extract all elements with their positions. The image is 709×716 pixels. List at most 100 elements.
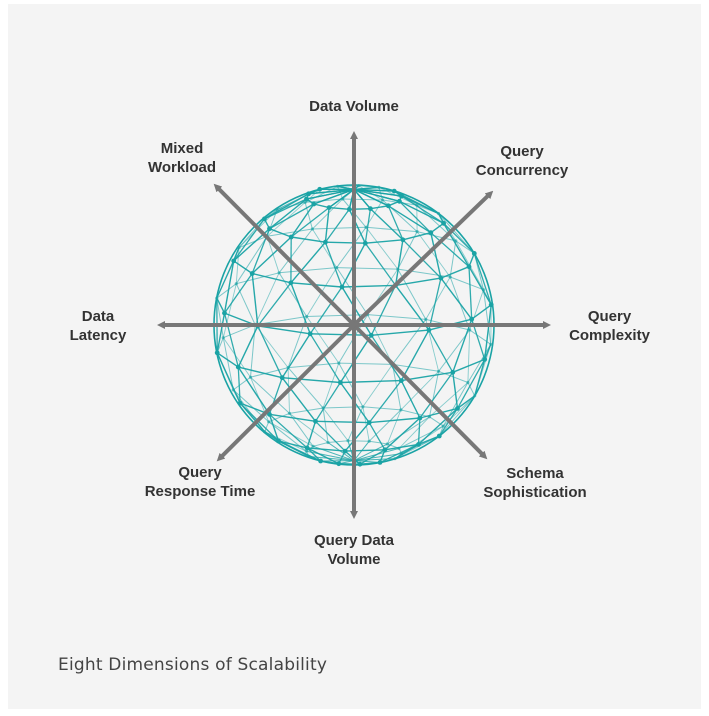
mesh-vertex (287, 411, 292, 415)
mesh-edge (365, 199, 383, 228)
mesh-edge (235, 247, 240, 284)
mesh-vertex (342, 448, 348, 454)
mesh-edge (268, 421, 307, 452)
mesh-edge (266, 236, 280, 273)
mesh-edge (289, 413, 329, 443)
mesh-vertex (482, 357, 488, 362)
dimension-arrows (157, 131, 551, 519)
mesh-edge (324, 208, 350, 243)
mesh-edge (449, 276, 471, 331)
mesh-edge (353, 453, 402, 462)
mesh-edge (322, 407, 329, 443)
mesh-vertex (288, 234, 294, 240)
mesh-edge (312, 445, 355, 462)
mesh-edge (250, 324, 256, 378)
mesh-edge (236, 272, 280, 285)
mesh-edge (378, 186, 417, 206)
mesh-vertex (368, 332, 374, 338)
mesh-vertex (441, 424, 445, 428)
mesh-vertex (468, 328, 472, 332)
mesh-edge (264, 431, 307, 452)
mesh-vertex (368, 206, 373, 212)
mesh-vertex (341, 197, 345, 201)
mesh-edge (353, 188, 389, 207)
mesh-edge (353, 186, 379, 191)
mesh-vertex (424, 317, 428, 321)
mesh-vertex (366, 420, 372, 425)
mesh-edge (312, 226, 367, 230)
mesh-vertex (311, 201, 317, 207)
mesh-edge (306, 447, 322, 462)
mesh-edge (400, 380, 421, 419)
label-query-complexity: Query Complexity (569, 308, 650, 344)
mesh-vertex (286, 366, 290, 370)
mesh-edge (216, 283, 237, 299)
mesh-edge (438, 395, 476, 437)
mesh-vertex (415, 203, 419, 207)
mesh-edge (309, 333, 341, 383)
mesh-vertex (267, 420, 271, 424)
mesh-vertex (303, 200, 307, 204)
mesh-vertex (398, 378, 404, 383)
mesh-edge (362, 406, 370, 442)
mesh-edge (365, 226, 418, 233)
mesh-vertex (448, 275, 452, 279)
mesh-edge (216, 352, 234, 391)
mesh-edge (281, 377, 317, 422)
mesh-edge (315, 420, 370, 424)
mesh-edge (290, 241, 326, 284)
mesh-edge (313, 188, 355, 205)
label-data-latency: Data Latency (69, 308, 127, 344)
mesh-edge (468, 266, 473, 320)
mesh-edge (397, 231, 418, 270)
mesh-edge (306, 314, 368, 317)
mesh-edge (216, 247, 240, 299)
mesh-edge (449, 240, 457, 278)
mesh-edge (312, 228, 338, 268)
mesh-edge (443, 222, 475, 254)
mesh-edge (216, 298, 224, 338)
mesh-vertex (307, 331, 313, 337)
mesh-edge (368, 409, 402, 442)
mesh-edge (223, 273, 253, 314)
mesh-vertex (426, 327, 432, 333)
mesh-edge (364, 242, 397, 286)
mesh-edge (364, 208, 372, 244)
label-query-response-time: Query Response Time (144, 464, 256, 500)
mesh-vertex (481, 288, 486, 292)
mesh-vertex (416, 442, 421, 447)
mesh-edge (216, 337, 224, 353)
mesh-edge (324, 241, 343, 288)
mesh-edge (398, 200, 432, 234)
mesh-edge (340, 379, 402, 384)
mesh-edge (233, 260, 253, 275)
mesh-vertex (267, 226, 272, 232)
mesh-vertex (385, 203, 391, 209)
mesh-vertex (367, 439, 371, 443)
mesh-vertex (304, 449, 308, 453)
mesh-edge (289, 413, 314, 447)
mesh-vertex (396, 267, 400, 271)
mesh-edge (368, 380, 402, 423)
mesh-edge (419, 371, 454, 419)
mesh-edge (345, 449, 385, 452)
mesh-vertex (235, 364, 241, 370)
mesh-edge (429, 371, 440, 417)
mesh-edge (306, 450, 355, 462)
mesh-vertex (248, 375, 253, 379)
mesh-edge (368, 422, 386, 451)
mesh-vertex (326, 205, 332, 211)
mesh-edge (327, 440, 349, 443)
mesh-edge (417, 417, 421, 445)
mesh-vertex (364, 225, 368, 229)
mesh-edge (322, 407, 349, 441)
mesh-vertex (397, 198, 402, 204)
mesh-edge (483, 289, 492, 306)
mesh-vertex (335, 266, 339, 270)
label-data-volume: Data Volume (309, 98, 399, 115)
mesh-vertex (338, 380, 343, 385)
mesh-edge (367, 314, 426, 320)
label-query-concurrency: Query Concurrency (475, 143, 569, 179)
mesh-edge (277, 201, 306, 210)
mesh-edge (362, 364, 393, 408)
